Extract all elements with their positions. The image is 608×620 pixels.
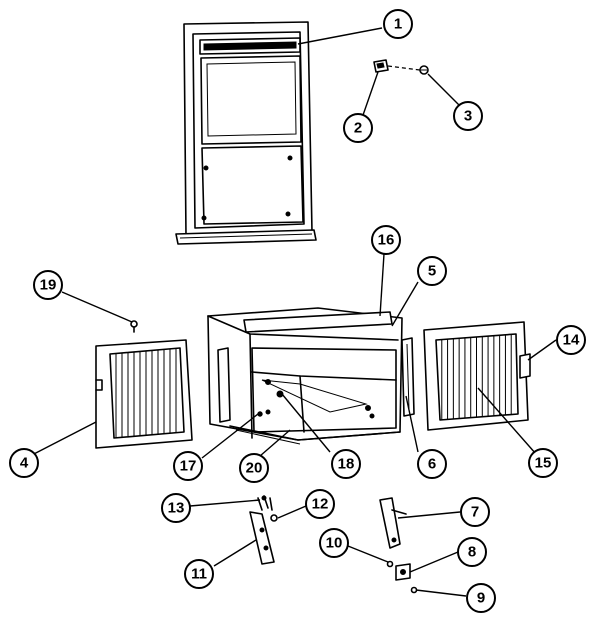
callout-18: 18 (331, 449, 361, 479)
callout-17: 17 (173, 451, 203, 481)
callout-10: 10 (319, 528, 349, 558)
screw-12 (270, 514, 278, 522)
clip-13 (257, 495, 273, 511)
svg-text:18: 18 (338, 456, 355, 473)
callout-4: 4 (9, 448, 39, 478)
callout-2: 2 (343, 113, 373, 143)
callout-5: 5 (417, 256, 447, 286)
svg-text:13: 13 (168, 500, 185, 517)
svg-text:11: 11 (191, 566, 207, 583)
callout-13: 13 (161, 493, 191, 523)
svg-text:8: 8 (468, 544, 476, 561)
callout-19: 19 (33, 270, 63, 300)
svg-text:5: 5 (428, 263, 436, 280)
nut-8 (395, 563, 411, 581)
left-louver-panel (95, 339, 193, 449)
svg-text:19: 19 (40, 277, 57, 294)
bracket-11 (249, 511, 275, 565)
svg-text:16: 16 (378, 232, 395, 249)
svg-text:20: 20 (246, 460, 263, 477)
side-rail-part (401, 337, 415, 417)
svg-text:10: 10 (326, 535, 343, 552)
svg-text:15: 15 (535, 455, 552, 472)
callout-15: 15 (528, 448, 558, 478)
svg-text:2: 2 (354, 120, 362, 137)
window-frame (175, 21, 317, 245)
callout-3: 3 (453, 101, 483, 131)
svg-text:9: 9 (477, 590, 485, 607)
callout-6: 6 (417, 449, 447, 479)
screw-19 (130, 320, 138, 333)
cabinet (207, 307, 403, 445)
callout-11: 11 (184, 559, 214, 589)
svg-text:17: 17 (180, 458, 197, 475)
svg-text:12: 12 (312, 496, 329, 513)
callout-14: 14 (556, 325, 586, 355)
svg-text:7: 7 (471, 504, 479, 521)
screw-9 (410, 586, 418, 594)
svg-text:1: 1 (394, 16, 402, 33)
bracket-part (373, 59, 389, 73)
svg-text:6: 6 (428, 456, 436, 473)
screw-part (419, 65, 429, 75)
callout-12: 12 (305, 489, 335, 519)
svg-text:14: 14 (563, 332, 580, 349)
leader-lines (29, 27, 557, 597)
right-louver-panel (423, 321, 531, 431)
svg-text:4: 4 (20, 455, 29, 472)
callout-20: 20 (239, 453, 269, 483)
callout-1: 1 (383, 9, 413, 39)
bracket-7 (379, 497, 407, 549)
svg-text:3: 3 (464, 108, 472, 125)
callout-7: 7 (460, 497, 490, 527)
screw-10 (386, 560, 394, 568)
callout-16: 16 (371, 225, 401, 255)
callout-8: 8 (457, 537, 487, 567)
callout-9: 9 (466, 583, 496, 613)
